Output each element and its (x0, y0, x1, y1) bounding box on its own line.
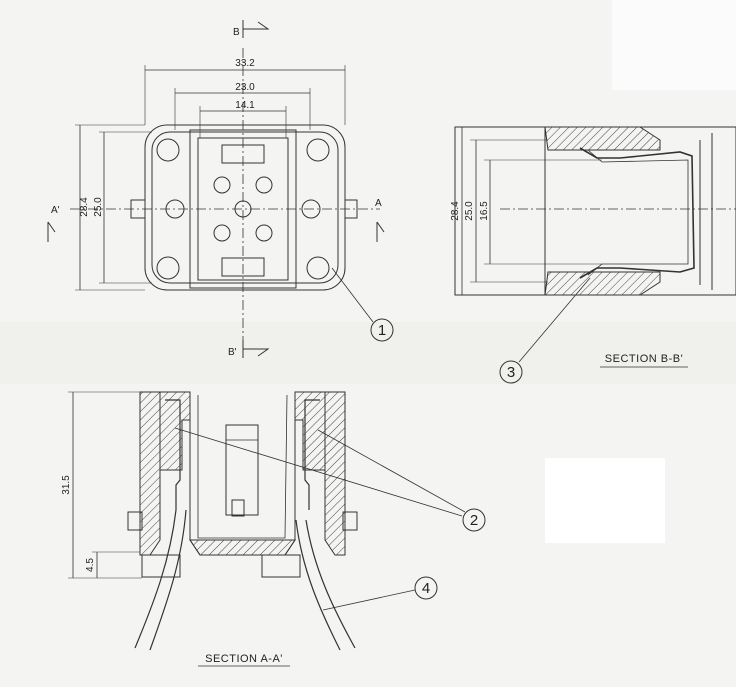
section-aa-center-pin (225, 424, 259, 516)
pin-hole (213, 176, 231, 194)
bb-dim-label-16-5: 16.5 (479, 201, 490, 221)
dim-label-33-2: 33.2 (235, 58, 255, 69)
balloon-1-label: 1 (378, 322, 386, 339)
balloon-3 (499, 360, 523, 384)
section-marker-a (376, 221, 385, 242)
balloon-1 (370, 318, 394, 342)
balloon-4 (414, 576, 438, 600)
pin-hole (255, 176, 273, 194)
marker-b-prime-label: B' (228, 347, 237, 358)
contact-left (165, 399, 181, 510)
top-view (47, 20, 394, 358)
scan-blank-patch (612, 0, 736, 90)
balloon-3-label: 3 (507, 364, 515, 381)
wire-left-b (149, 509, 187, 651)
top-view-inner-body (151, 131, 339, 284)
flange-right (342, 511, 358, 531)
section-bb-title: SECTION B-B' (605, 353, 683, 365)
bb-dim-label-25-0: 25.0 (464, 201, 475, 221)
dim-label-23-0: 23.0 (235, 82, 255, 93)
marker-a-prime-label: A' (51, 205, 60, 216)
wire-left-a (134, 509, 177, 649)
pin-hole (213, 224, 231, 242)
section-aa-channel-floor (189, 539, 296, 556)
bb-dim-label-28-4: 28.4 (450, 201, 461, 221)
pin-hole (255, 224, 273, 242)
bottom-latch (221, 257, 265, 277)
wire-right-a (295, 519, 341, 651)
mount-hole (156, 138, 180, 162)
side-keyhole (301, 199, 321, 219)
aa-dim-label-4-5: 4.5 (85, 558, 96, 572)
leader-4 (322, 589, 416, 611)
section-aa-left-wall (139, 391, 161, 556)
section-marker-b (242, 20, 270, 38)
section-aa-view (68, 391, 486, 667)
mount-hole (306, 256, 330, 280)
dim-label-28-4: 28.4 (79, 197, 90, 217)
section-marker-a-prime (47, 221, 56, 242)
contact-right (304, 399, 320, 510)
section-marker-b-prime (242, 340, 270, 358)
marker-a-label: A (375, 198, 382, 209)
dim-label-25-0: 25.0 (93, 197, 104, 217)
top-view-outer-body (144, 124, 346, 291)
leader-2-left (174, 427, 463, 517)
contact-spring (579, 147, 695, 279)
leader-3 (518, 277, 591, 363)
mount-hole (306, 138, 330, 162)
section-aa-title: SECTION A-A' (205, 653, 283, 665)
leader-1 (331, 267, 374, 323)
foot-left (141, 554, 181, 578)
contact-spring-inner (587, 149, 689, 276)
section-bb-bottom-wall (544, 271, 661, 296)
scan-blank-patch (545, 458, 665, 543)
leader-2-right (317, 429, 466, 513)
balloon-4-label: 4 (422, 580, 430, 597)
balloon-2 (462, 508, 486, 532)
foot-right (261, 554, 301, 578)
aa-dim-label-31-5: 31.5 (61, 475, 72, 495)
scan-shadow-band (0, 322, 736, 384)
dim-label-14-1: 14.1 (235, 100, 255, 111)
flange-left (127, 511, 143, 531)
wire-right-b (305, 519, 356, 649)
section-bb-view (454, 126, 736, 384)
section-aa-right-wall (324, 391, 346, 556)
balloon-2-label: 2 (470, 512, 478, 529)
section-bb-top-wall (544, 126, 661, 151)
section-aa-center-channel (189, 392, 296, 556)
mount-hole (156, 256, 180, 280)
marker-b-label: B (233, 27, 240, 38)
